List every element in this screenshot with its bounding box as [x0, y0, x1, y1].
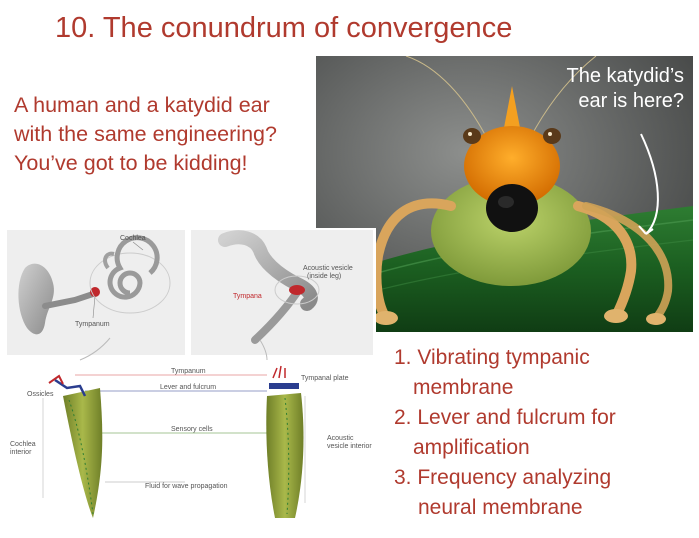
ear-callout: The katydid’s ear is here? [522, 64, 684, 114]
label-lever-fulcrum: Lever and fulcrum [160, 384, 216, 391]
callout-line: ear is here? [578, 90, 684, 112]
label-cochlea-interior-2: interior [10, 449, 32, 456]
label-tympanum-human: Tympanum [75, 321, 110, 328]
label-fluid: Fluid for wave propagation [145, 483, 228, 490]
label-inside-leg: (inside leg) [307, 273, 341, 280]
label-tympanal-plate: Tympanal plate [301, 375, 349, 382]
convergent-features-list: 1. Vibrating tympanic membrane 2. Lever … [394, 343, 694, 523]
question-line: A human and a katydid ear [14, 93, 270, 117]
feature-line: amplification [413, 436, 530, 459]
label-tympana: Tympana [233, 293, 262, 300]
callout-line: The katydid’s [566, 65, 684, 87]
label-cochlea: Cochlea [120, 235, 146, 242]
label-ossicles: Ossicles [27, 391, 54, 398]
label-tympanum: Tympanum [171, 368, 206, 375]
feature-line: 3. Frequency analyzing [394, 466, 612, 489]
slide-title: 10. The conundrum of convergence [55, 12, 513, 44]
label-acoustic-vesicle: Acoustic vesicle [303, 265, 353, 272]
question-line: with the same engineering? [14, 122, 277, 146]
feature-line: neural membrane [418, 496, 583, 519]
feature-number: 1. [394, 346, 412, 369]
label-acoustic-interior: Acoustic [327, 435, 354, 442]
label-sensory-cells: Sensory cells [171, 426, 213, 433]
feature-line: membrane [413, 376, 514, 399]
feature-line: 2. Lever and fulcrum for [394, 406, 616, 429]
feature-number: 3. [394, 466, 412, 489]
feature-line: 1. Vibrating tympanic [394, 346, 590, 369]
question-line: You’ve got to be kidding! [14, 151, 248, 175]
label-cochlea-interior: Cochlea [10, 441, 36, 448]
katydid-photo [316, 56, 693, 332]
question-text: A human and a katydid ear with the same … [14, 91, 314, 178]
feature-number: 2. [394, 406, 412, 429]
label-acoustic-interior-2: vesicle interior [327, 443, 372, 450]
ear-comparison-diagram: Cochlea Tympanum Acoustic vesicle (insid… [5, 228, 376, 529]
